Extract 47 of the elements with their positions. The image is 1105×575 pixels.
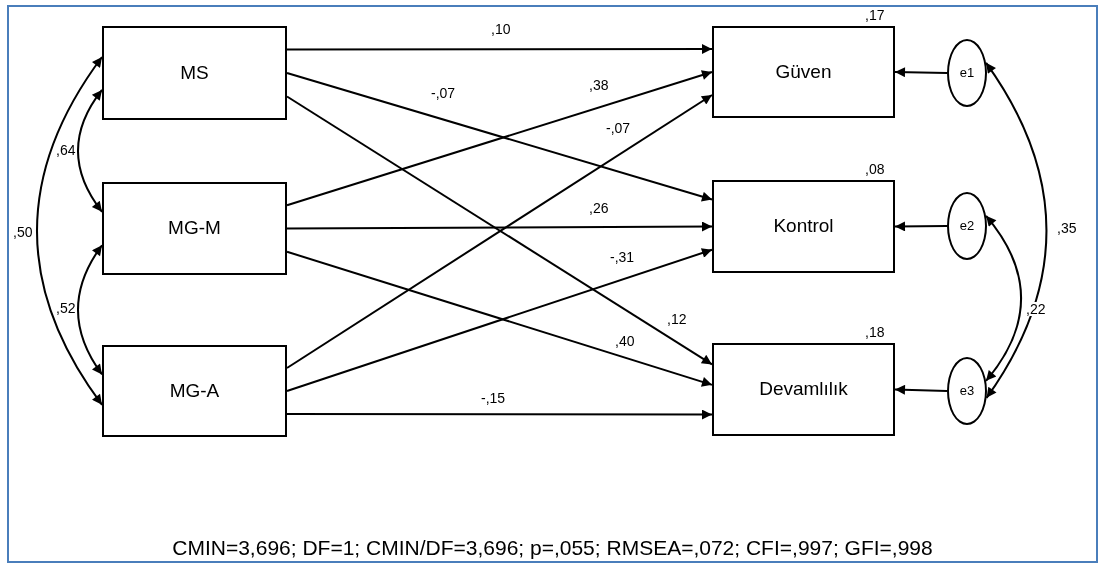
coefficient-label: ,64 <box>55 143 77 157</box>
covariance-arrow <box>36 56 103 406</box>
variable-box <box>712 343 895 436</box>
error-label: e2 <box>959 217 975 236</box>
error-term-circle <box>947 357 987 425</box>
path-arrow <box>894 67 948 78</box>
error-label: e3 <box>959 382 975 401</box>
variable-label: MS <box>180 60 209 85</box>
variable-label: Kontrol <box>773 214 834 239</box>
coefficient-label: ,40 <box>614 334 636 348</box>
path-arrow <box>286 44 713 54</box>
path-arrow <box>894 221 948 232</box>
fit-indices-caption: CMIN=3,696; DF=1; CMIN/DF=3,696; p=,055; RMSEA=,072; CFI=,997; GFI=,998 <box>171 535 934 561</box>
r-squared-label: ,18 <box>865 325 885 339</box>
variable-label: MG-A <box>169 378 220 403</box>
coefficient-label: ,12 <box>666 312 688 326</box>
error-label: e1 <box>959 64 975 83</box>
path-arrow <box>286 409 713 420</box>
variable-box <box>102 26 287 120</box>
coefficient-label: ,10 <box>490 22 512 36</box>
variable-box <box>102 345 287 437</box>
coefficient-label: ,52 <box>55 301 77 315</box>
path-arrow <box>894 384 948 395</box>
covariance-arrow <box>77 88 103 213</box>
r-squared-label: ,08 <box>865 162 885 176</box>
coefficient-label: -,07 <box>605 121 632 135</box>
coefficient-label: ,22 <box>1025 302 1047 316</box>
coefficient-label: -,15 <box>480 391 507 405</box>
coefficient-label: ,38 <box>588 78 610 92</box>
variable-label: MG-M <box>168 216 221 241</box>
covariance-arrow <box>77 244 103 376</box>
variable-box <box>102 182 287 275</box>
covariance-arrow <box>985 61 1048 399</box>
coefficient-label: -,31 <box>609 250 636 264</box>
coefficient-label: -,07 <box>430 86 457 100</box>
error-term-circle <box>947 192 987 260</box>
coefficient-label: ,26 <box>588 201 610 215</box>
coefficient-label: ,35 <box>1056 221 1078 235</box>
coefficient-label: ,50 <box>12 225 34 239</box>
variable-label: Devamlılık <box>759 377 848 402</box>
path-arrow <box>286 221 713 232</box>
error-term-circle <box>947 39 987 107</box>
covariance-arrow <box>985 214 1023 382</box>
variable-box <box>712 180 895 273</box>
variable-box <box>712 26 895 118</box>
r-squared-label: ,17 <box>865 8 885 22</box>
variable-label: Güven <box>775 59 832 84</box>
